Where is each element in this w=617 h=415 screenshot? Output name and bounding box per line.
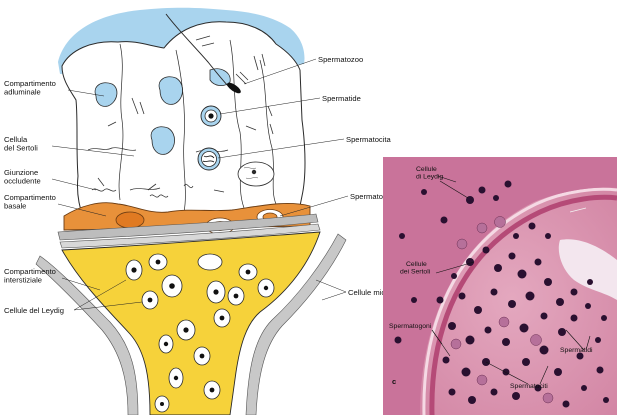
spermatocyte-cell	[197, 147, 221, 171]
myoid-layers	[57, 213, 321, 249]
tight-junctions	[91, 183, 194, 198]
blood-vessel	[197, 253, 223, 271]
micrograph-lumen	[558, 239, 617, 300]
micrograph-basement-membrane	[429, 194, 617, 415]
micro-label-spermatociti: Spermatociti	[510, 383, 548, 390]
left-leader-lines	[51, 89, 143, 311]
organelles	[97, 35, 274, 193]
micro-panel-letter: c	[392, 377, 396, 386]
right-labels: Spermatozoo Spermatide Spermatocita Sper…	[318, 55, 400, 297]
micrograph-labels: Cellule di Leydig Cellule dei Sertoli Sp…	[389, 166, 593, 390]
micrograph-pale-nuclei	[450, 216, 554, 404]
label-compartimento-adluminale: Compartimento adluminale	[4, 79, 58, 97]
label-cellule-leydig: Cellule del Leydig	[4, 306, 64, 315]
micro-label-cellule-di-leydig: Cellule di Leydig	[416, 166, 443, 181]
right-leader-lines	[217, 58, 349, 301]
micro-label-cellule-dei-sertoli: Cellule dei Sertoli	[400, 261, 431, 276]
sertoli-nucleus	[237, 161, 275, 187]
left-labels: Compartimento adluminale Cellula del Ser…	[4, 79, 64, 315]
sertoli-mass	[61, 21, 306, 227]
spermatid-cell	[200, 105, 222, 127]
label-cellula-sertoli: Cellula del Sertoli	[4, 135, 38, 153]
spermatozoon	[165, 13, 249, 94]
micro-label-spermatogoni: Spermatogoni	[389, 323, 432, 330]
label-spermatozoo: Spermatozoo	[318, 55, 363, 64]
micrograph-nuclei	[394, 180, 609, 408]
seminiferous-tubule-illustration	[35, 7, 347, 415]
label-spermatocita: Spermatocita	[346, 135, 392, 144]
histology-micrograph	[383, 157, 617, 415]
label-giunzione-occludente: Giunzione occludente	[4, 168, 41, 186]
adjacent-tubule-walls	[35, 233, 347, 415]
label-spermatogone: Spermatogone	[350, 192, 400, 201]
label-cellule-mioidi: Cellule mioidi	[348, 288, 393, 297]
micrograph-leader-lines	[431, 175, 591, 385]
micro-label-spermatidi: Spermatidi	[560, 347, 593, 354]
sertoli-membranes	[87, 39, 277, 213]
leydig-cells	[125, 253, 275, 413]
label-compartimento-interstiziale: Compartimento interstiziale	[4, 267, 58, 285]
label-compartimento-basale: Compartimento basale	[4, 193, 58, 211]
label-spermatide: Spermatide	[322, 94, 361, 103]
